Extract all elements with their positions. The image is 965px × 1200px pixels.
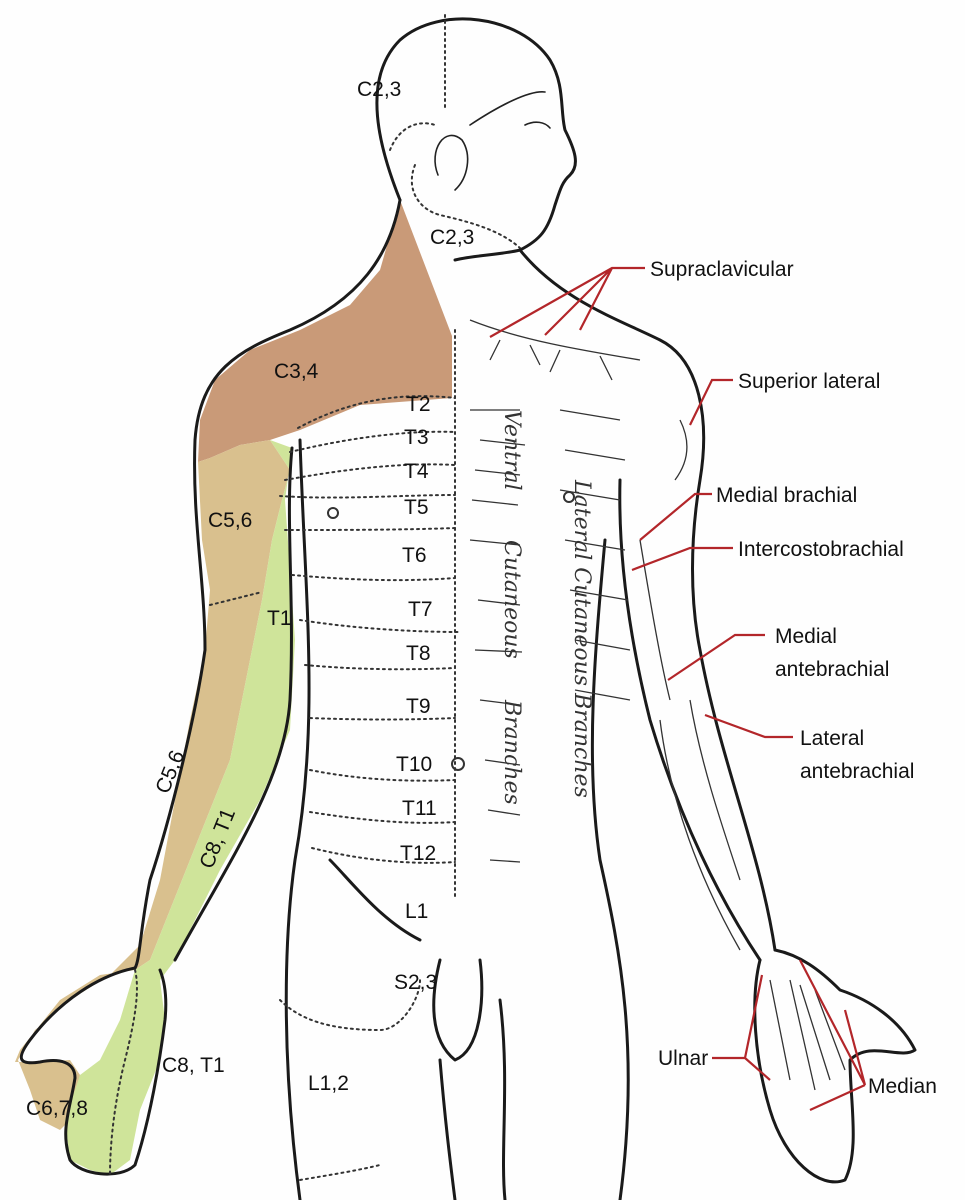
label-c56-upper: C5,6	[208, 509, 252, 532]
label-t2: T2	[406, 393, 431, 416]
label-t1: T1	[267, 607, 292, 630]
engraved-branches: Branches	[499, 699, 524, 805]
label-supraclavicular: Supraclavicular	[650, 258, 794, 281]
cutaneous-nerve-branches	[470, 320, 845, 1090]
ear-outline	[435, 135, 468, 190]
label-c678: C6,7,8	[26, 1097, 88, 1120]
engraved-lateral-cutaneous-branches: Lateral Cutaneous Branches	[569, 479, 594, 798]
left-nipple	[328, 508, 338, 518]
label-t11: T11	[402, 797, 437, 820]
label-t9: T9	[406, 695, 431, 718]
right-torso-outline	[592, 540, 628, 1200]
label-t10: T10	[396, 753, 432, 776]
label-t5: T5	[404, 496, 429, 519]
label-ulnar: Ulnar	[658, 1047, 708, 1070]
label-lateral-antebrachial-line1: Lateral	[800, 727, 864, 750]
label-median: Median	[868, 1075, 937, 1098]
thigh-crease	[330, 860, 482, 1060]
engraved-ventral: Ventral	[499, 410, 524, 491]
label-lateral-antebrachial-line2: antebrachial	[800, 760, 914, 783]
label-l1: L1	[405, 900, 428, 923]
hair-line	[470, 92, 545, 125]
engraved-cutaneous: Cutaneous	[499, 540, 524, 659]
navel	[452, 758, 464, 770]
c34-region	[198, 200, 452, 462]
label-t12: T12	[400, 842, 436, 865]
eye	[525, 122, 550, 128]
leader-lines	[490, 268, 865, 1110]
inner-leg-outlines	[440, 1000, 505, 1200]
label-intercostobrachial: Intercostobrachial	[738, 538, 904, 561]
right-hand-outline	[755, 950, 915, 1182]
label-t4: T4	[404, 460, 429, 483]
label-l12: L1,2	[308, 1072, 349, 1095]
label-c34: C3,4	[274, 360, 319, 383]
label-s23: S2,3	[394, 971, 437, 994]
label-t7: T7	[408, 598, 433, 621]
label-superior-lateral: Superior lateral	[738, 370, 880, 393]
label-c8t1-hand: C8, T1	[162, 1054, 225, 1077]
label-c23-head: C2,3	[357, 78, 401, 101]
label-t6: T6	[402, 544, 427, 567]
label-medial-antebrachial-line2: antebrachial	[775, 658, 889, 681]
label-t8: T8	[406, 642, 431, 665]
label-medial-antebrachial-line1: Medial	[775, 625, 837, 648]
label-medial-brachial: Medial brachial	[716, 484, 857, 507]
label-t3: T3	[404, 426, 429, 449]
label-c23-neck: C2,3	[430, 226, 474, 249]
